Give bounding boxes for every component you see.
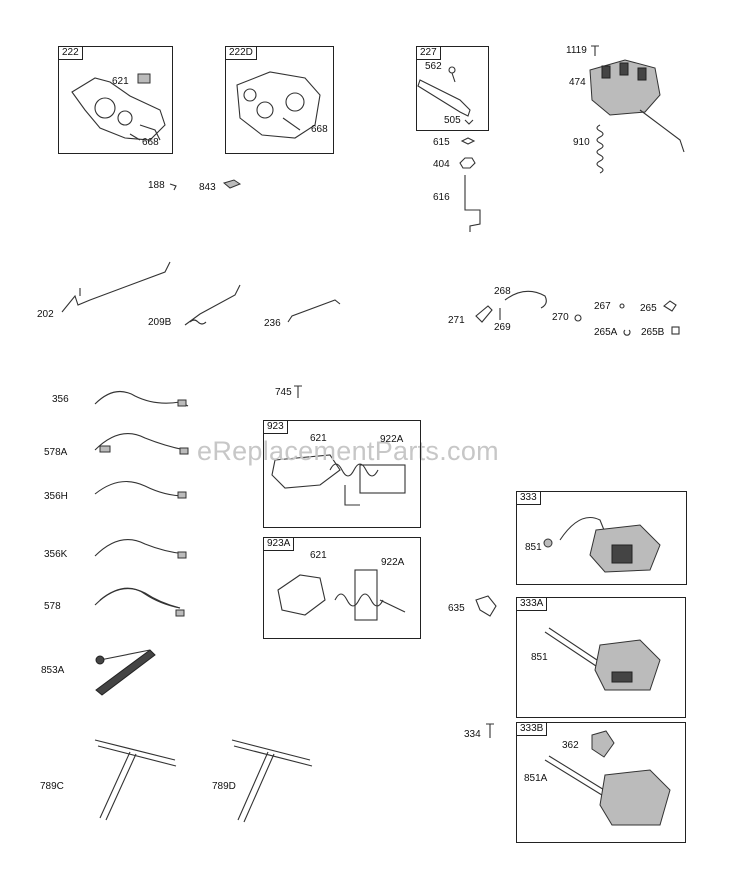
part-853a-label: 853A	[41, 665, 65, 676]
spring-910-shape	[596, 124, 604, 174]
governor-923-drawing	[271, 454, 406, 506]
part-188-shape	[169, 183, 177, 191]
part-404-shape	[459, 157, 476, 169]
part-265b-shape	[671, 326, 680, 335]
box-333a: 333A	[516, 597, 686, 718]
box-222-label: 222	[58, 46, 83, 60]
part-851a-label: 851A	[524, 773, 548, 784]
t-handle-789c-drawing	[94, 739, 177, 821]
box-333b: 333B	[516, 722, 686, 843]
part-265a-shape	[623, 329, 631, 336]
armature-333a-drawing	[544, 627, 661, 691]
part-615-shape	[460, 137, 476, 145]
governor-923a-drawing	[277, 569, 406, 621]
part-616-label: 616	[433, 192, 450, 203]
part-1119-label: 1119	[566, 45, 587, 56]
part-265-shape	[663, 300, 677, 312]
part-922a-label: 922A	[380, 434, 404, 445]
part-562-label: 562	[425, 61, 442, 72]
part-356k-label: 356K	[44, 549, 68, 560]
part-621-label: 621	[310, 433, 327, 444]
box-222d-label: 222D	[225, 46, 257, 60]
part-789c-label: 789C	[40, 781, 64, 792]
box-227: 227	[416, 46, 489, 131]
box-222d: 222D	[225, 46, 334, 154]
carburetor-222-drawing	[71, 73, 166, 141]
part-621-label: 621	[310, 550, 327, 561]
box-923-label: 923	[263, 420, 288, 434]
part-209b-label: 209B	[148, 317, 172, 328]
part-668-label: 668	[311, 124, 328, 135]
part-270-label: 270	[552, 312, 569, 323]
part-268-shape	[504, 290, 547, 309]
rod-202-shape	[61, 261, 171, 313]
part-505-label: 505	[444, 115, 461, 126]
box-222: 222	[58, 46, 173, 154]
box-923a: 923A	[263, 537, 421, 639]
part-202-label: 202	[37, 309, 54, 320]
part-356h-label: 356H	[44, 491, 68, 502]
box-227-label: 227	[416, 46, 441, 60]
part-745-label: 745	[275, 387, 292, 398]
part-404-label: 404	[433, 159, 450, 170]
harness-853a-drawing	[95, 649, 156, 696]
part-635-label: 635	[448, 603, 465, 614]
part-271-label: 271	[448, 315, 465, 326]
part-616-shape	[464, 175, 481, 232]
rod-209b-shape	[184, 284, 241, 326]
part-789d-label: 789D	[212, 781, 236, 792]
screw-334-shape	[486, 723, 494, 738]
carburetor-222d-drawing	[236, 71, 321, 139]
box-923: 923	[263, 420, 421, 528]
part-334-label: 334	[464, 729, 481, 740]
part-843-label: 843	[199, 182, 216, 193]
armature-333-drawing	[543, 516, 661, 573]
part-851-label: 851	[531, 652, 548, 663]
box-333b-label: 333B	[516, 722, 548, 736]
carburetor-474-drawing	[589, 45, 685, 153]
part-265a-label: 265A	[594, 327, 618, 338]
box-333a-label: 333A	[516, 597, 548, 611]
bolt-745-shape	[294, 385, 302, 398]
box-923a-label: 923A	[263, 537, 295, 551]
part-621-label: 621	[112, 76, 129, 87]
part-362-label: 362	[562, 740, 579, 751]
armature-333b-drawing	[544, 730, 671, 826]
part-851-label: 851	[525, 542, 542, 553]
link-236-shape	[287, 299, 341, 323]
part-843-shape	[222, 179, 242, 189]
part-265b-label: 265B	[641, 327, 665, 338]
part-267-label: 267	[594, 301, 611, 312]
t-handle-789d-drawing	[231, 739, 313, 823]
fitting-635-shape	[475, 595, 497, 617]
part-188-label: 188	[148, 180, 165, 191]
part-356-label: 356	[52, 394, 69, 405]
part-615-label: 615	[433, 137, 450, 148]
part-668-label: 668	[142, 137, 159, 148]
part-922a-label: 922A	[381, 557, 405, 568]
part-578-label: 578	[44, 601, 61, 612]
watermark: eReplacementParts.com	[197, 436, 499, 466]
part-474-label: 474	[569, 77, 586, 88]
lever-227-drawing	[417, 66, 474, 125]
box-333-label: 333	[516, 491, 541, 505]
part-270-shape	[574, 314, 582, 322]
part-578a-label: 578A	[44, 447, 68, 458]
box-333: 333	[516, 491, 687, 585]
part-267-shape	[619, 303, 625, 309]
part-265-label: 265	[640, 303, 657, 314]
part-910-label: 910	[573, 137, 590, 148]
part-268-label: 268	[494, 286, 511, 297]
wires-drawing	[94, 390, 189, 617]
part-269-label: 269	[494, 322, 511, 333]
part-236-label: 236	[264, 318, 281, 329]
part-271-shape	[475, 305, 493, 323]
